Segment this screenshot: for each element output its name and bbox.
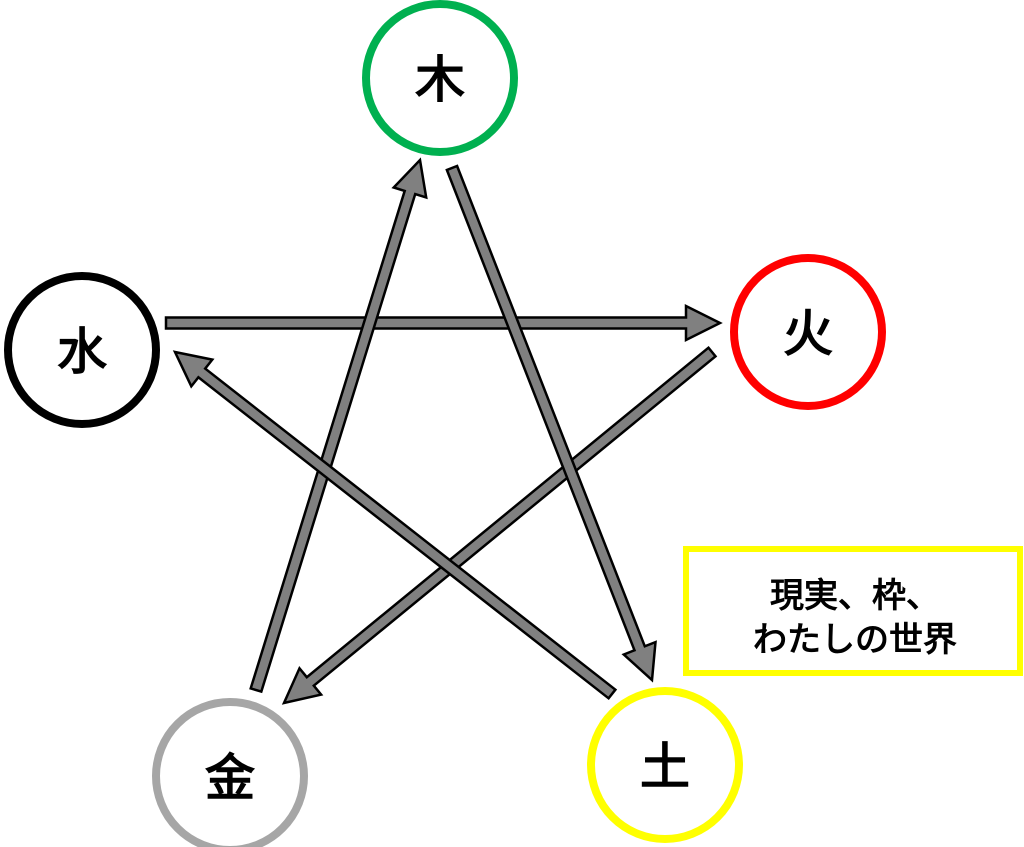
nodes-layer: 木火土 金 水: [4, 0, 886, 847]
node-wood: 木: [362, 0, 518, 156]
arrow-fire-metal: [281, 345, 718, 705]
node-circle-water: [4, 272, 160, 428]
node-label-metal: 金: [205, 749, 256, 807]
arrows-layer: [164, 157, 723, 705]
arrow-earth-water: [172, 350, 618, 701]
note-line-1: 現実、枠、: [770, 576, 940, 616]
node-circle-wood: [362, 0, 518, 156]
node-metal: 金: [152, 698, 308, 847]
arrow-water-fire: [164, 303, 723, 343]
node-earth: 土: [587, 687, 743, 843]
arrow-metal-wood: [249, 157, 428, 694]
note-line-2: わたしの世界: [753, 620, 957, 660]
arrow-wood-earth: [445, 164, 657, 683]
node-water: 水: [4, 272, 160, 428]
node-label-earth: 土: [640, 738, 690, 796]
node-label-wood: 木: [415, 51, 465, 109]
node-label-water: 水: [57, 323, 108, 381]
node-circle-metal: [152, 698, 308, 847]
node-fire: 火: [730, 254, 886, 410]
node-circle-fire: [730, 254, 886, 410]
node-label-fire: 火: [783, 305, 833, 363]
note-box: 現実、枠、 わたしの世界: [683, 546, 1023, 676]
note-box-border: [683, 546, 1023, 676]
node-circle-earth: [587, 687, 743, 843]
